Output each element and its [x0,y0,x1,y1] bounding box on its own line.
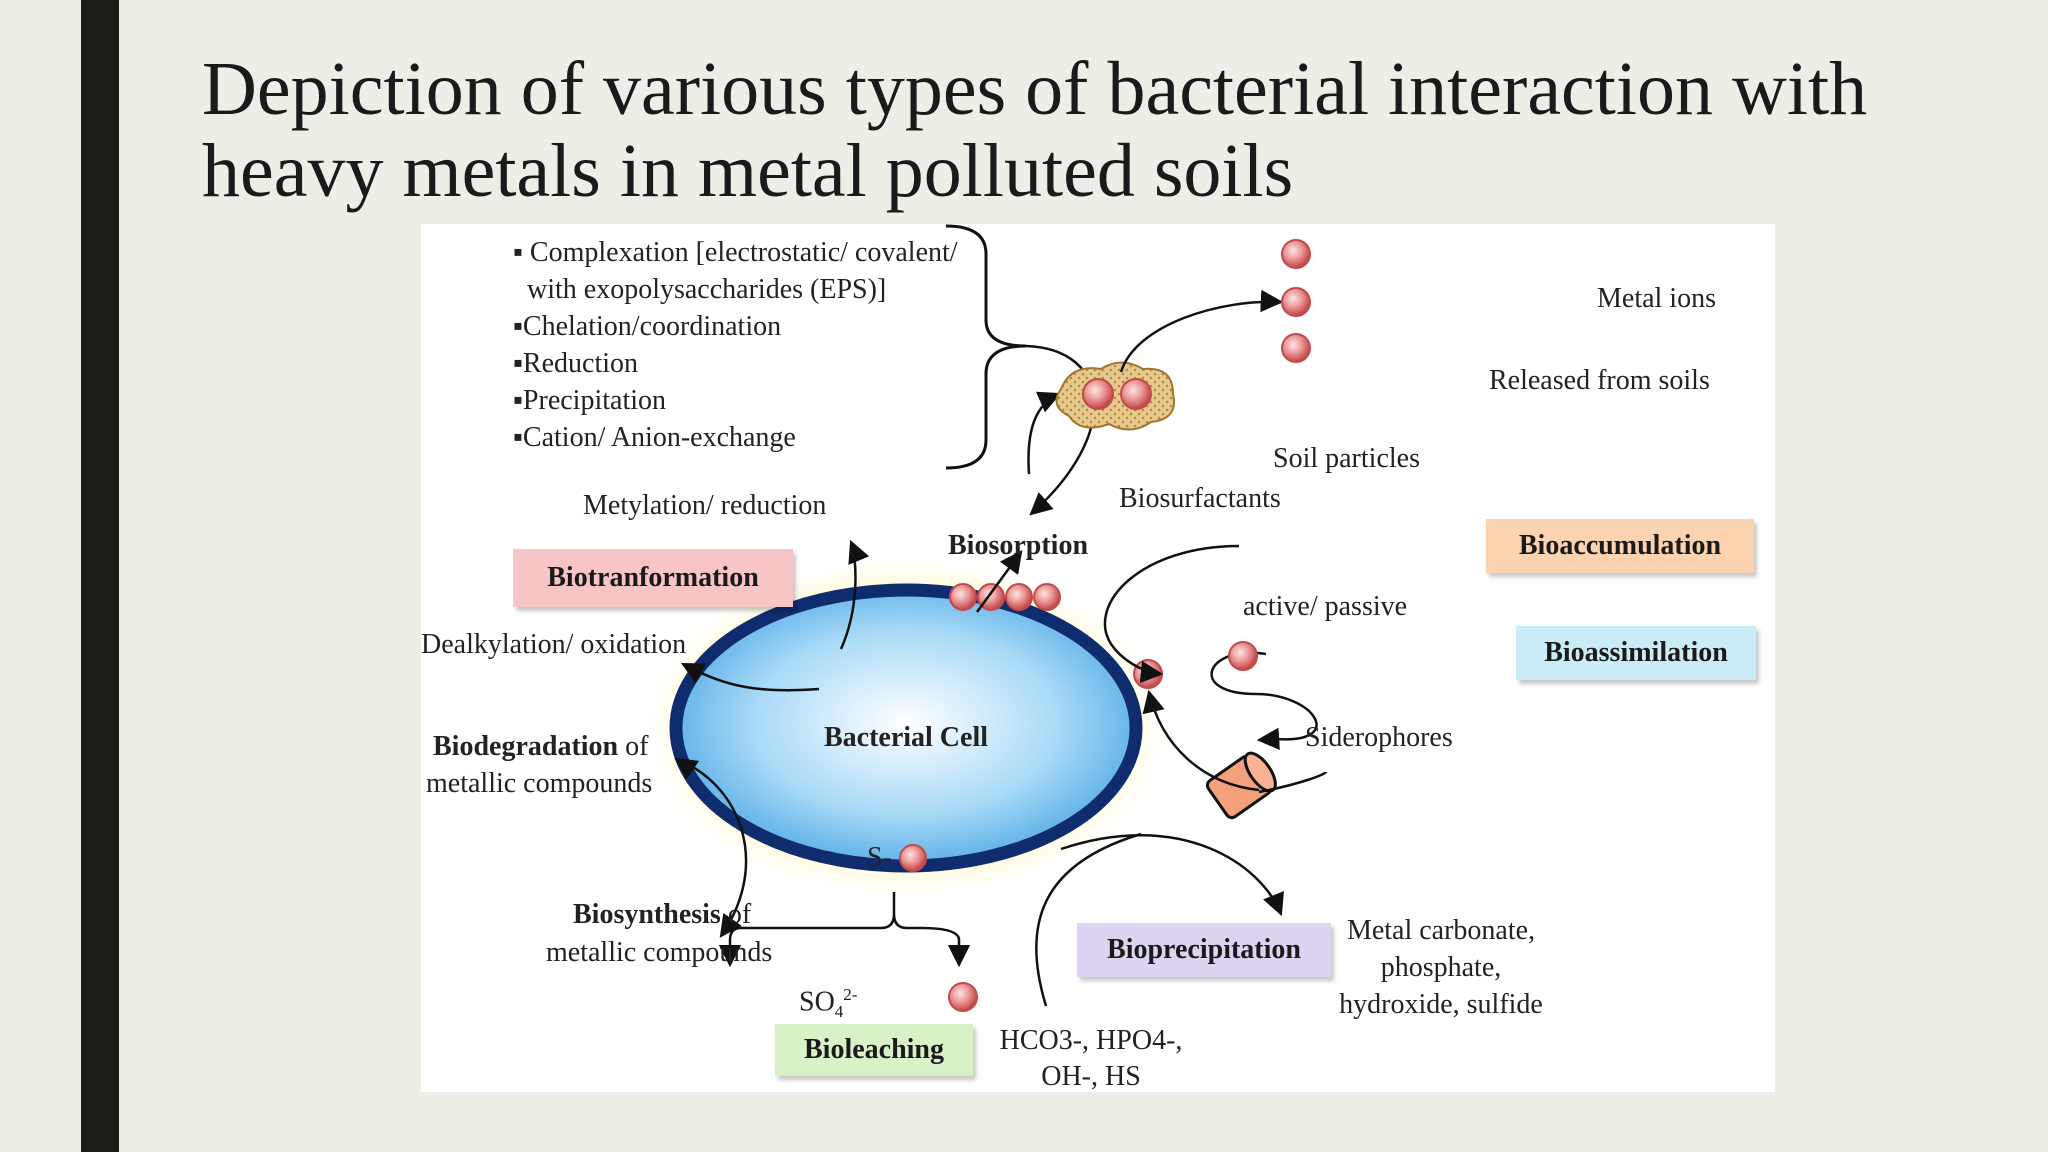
metal-ion [1281,287,1311,317]
slide-title: Depiction of various types of bacterial … [202,47,1868,213]
biodegradation-bold: Biodegradation [433,731,619,762]
metal-ion [1281,239,1311,269]
diagram-graphics [644,224,1328,1012]
mechanism-item: ▪Cation/ Anion-exchange [513,422,796,453]
biodegradation-label: Biodegradation of [433,730,648,764]
arrow-bicarbonate [1034,832,1142,1007]
arrow-dealkylation [681,662,820,692]
mechanism-item: ▪Precipitation [513,385,667,416]
s-minus-label: S- [867,842,892,873]
active-passive-label: active/ passive [1243,591,1408,622]
arrow-release [1119,289,1284,373]
biodegradation-rest: of [618,731,649,762]
arrow-to-soil [1027,391,1062,475]
bioaccumulation-box: Bioaccumulation [1486,519,1754,573]
metal-ion [899,844,927,872]
arrow-bioaccumulation [1103,544,1240,684]
metal-ion [1033,583,1061,611]
membrane-transporter [1205,751,1277,820]
biotransformation-box: Biotranformation [513,549,793,607]
biosynthesis-line2: metallic compounds [546,937,773,968]
precip-product: phosphate, [1380,952,1502,983]
biosynthesis-label: Biosynthesis of [573,898,751,932]
bicarbonate-line2: OH-, HS [1041,1061,1141,1092]
mechanism-item: with exopolysaccharides (EPS)] [513,274,887,305]
interaction-diagram: ▪ Complexation [electrostatic/ covalent/… [421,224,1775,1092]
dealkylation-label: Dealkylation/ oxidation [421,629,687,660]
metal-ion [948,982,978,1012]
slide-side-bar [81,0,119,1152]
metal-ion [949,583,977,611]
biosurfactants-label: Biosurfactants [1119,483,1281,514]
arrow-transport [1142,689,1260,792]
biosorption-label: Biosorption [948,530,1089,561]
biosynthesis-rest: of [720,899,752,930]
metal-ion [1005,583,1033,611]
mechanism-item: ▪ Complexation [electrostatic/ covalent/ [513,237,958,268]
metal-ions-label: Metal ions [1597,283,1716,314]
mechanism-item: ▪Reduction [513,348,639,379]
arrow-biosurfactants [975,550,1023,613]
mechanism-item: ▪Chelation/coordination [513,311,782,342]
metal-ion [1120,378,1152,410]
siderophores-label: Siderophores [1305,722,1453,753]
precip-product: Metal carbonate, [1346,915,1536,946]
soil-particles-label: Soil particles [1273,443,1420,474]
metal-ion [1228,641,1258,671]
metal-ion [1082,378,1114,410]
arrow-siderophores-in [1258,770,1328,794]
bicarbonate-line1: HCO3-, HPO4-, [999,1025,1183,1056]
sulfate-label: SO42- [799,985,858,1021]
bioleaching-split [728,892,961,964]
arrow-metylation [839,539,870,650]
arrow-biodegradation-head [674,757,700,780]
arrow-precip-products [1060,833,1284,917]
soil-particles [1055,361,1175,431]
mechanism-bracket [945,224,1027,470]
bioprecipitation-box: Bioprecipitation [1077,923,1331,977]
biosynthesis-bold: Biosynthesis [573,899,721,930]
bacterial-cell-label: Bacterial Cell [823,722,989,753]
bioleaching-box: Bioleaching [775,1024,973,1076]
bioassimilation-box: Bioassimilation [1516,626,1756,680]
metal-ion [1281,333,1311,363]
precip-product: hydroxide, sulfide [1339,989,1543,1020]
metylation-label: Metylation/ reduction [583,490,827,521]
released-label: Released from soils [1489,365,1710,396]
siderophore-loop [1210,651,1318,741]
biodegradation-line2: metallic compounds [426,768,653,799]
mechanism-list: ▪ Complexation [electrostatic/ covalent/… [513,234,958,456]
